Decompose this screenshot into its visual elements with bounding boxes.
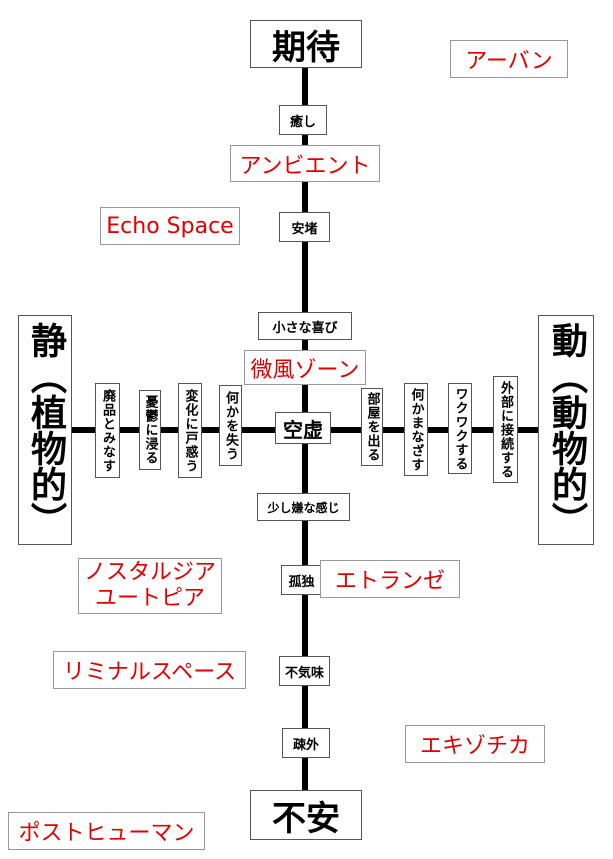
label-loneliness: 孤独 [281, 565, 322, 595]
label-healing: 癒し [279, 105, 327, 135]
genre-ambient: アンビエント [230, 145, 380, 182]
genre-breeze-zone: 微風ゾーン [244, 350, 366, 385]
label-excited: ワクワクする [448, 383, 472, 474]
genre-liminal-space: リミナルスペース [53, 651, 246, 689]
label-connect-outside: 外部に接続する [493, 376, 518, 483]
center-label: 空虚 [275, 412, 331, 444]
label-lose-something: 何かを失う [219, 385, 242, 466]
genre-nostalgia-line1: ノスタルジア [83, 560, 216, 585]
label-relief: 安堵 [279, 212, 330, 242]
label-eerie: 不気味 [279, 656, 330, 686]
label-melancholy: 憂鬱に浸る [139, 390, 161, 470]
genre-etranger: エトランゼ [320, 560, 460, 598]
axis-top-label: 期待 [250, 20, 362, 68]
label-small-joy: 小さな喜び [258, 312, 352, 340]
genre-posthuman: ポストヒューマン [8, 812, 205, 850]
axis-right-label: 動（動物的） [538, 315, 594, 545]
genre-echo-space: Echo Space [100, 207, 240, 245]
axis-bottom-label: 不安 [250, 790, 362, 840]
genre-urban: アーバン [450, 40, 568, 78]
label-uneasy: 少し嫌な感じ [257, 493, 350, 521]
axis-left-label: 静（植物的） [18, 315, 72, 545]
genre-nostalgia-utopia: ノスタルジア ユートピア [78, 558, 222, 614]
label-confused: 変化に戸惑う [178, 383, 202, 478]
label-alienation: 疎外 [282, 728, 330, 758]
label-gaze: 何かまなざす [404, 383, 428, 476]
label-leave-room: 部屋を出る [361, 388, 383, 466]
genre-nostalgia-line2: ユートピア [94, 586, 205, 611]
label-discard: 廃品とみなす [95, 383, 120, 478]
genre-exotica: エキゾチカ [405, 725, 545, 763]
